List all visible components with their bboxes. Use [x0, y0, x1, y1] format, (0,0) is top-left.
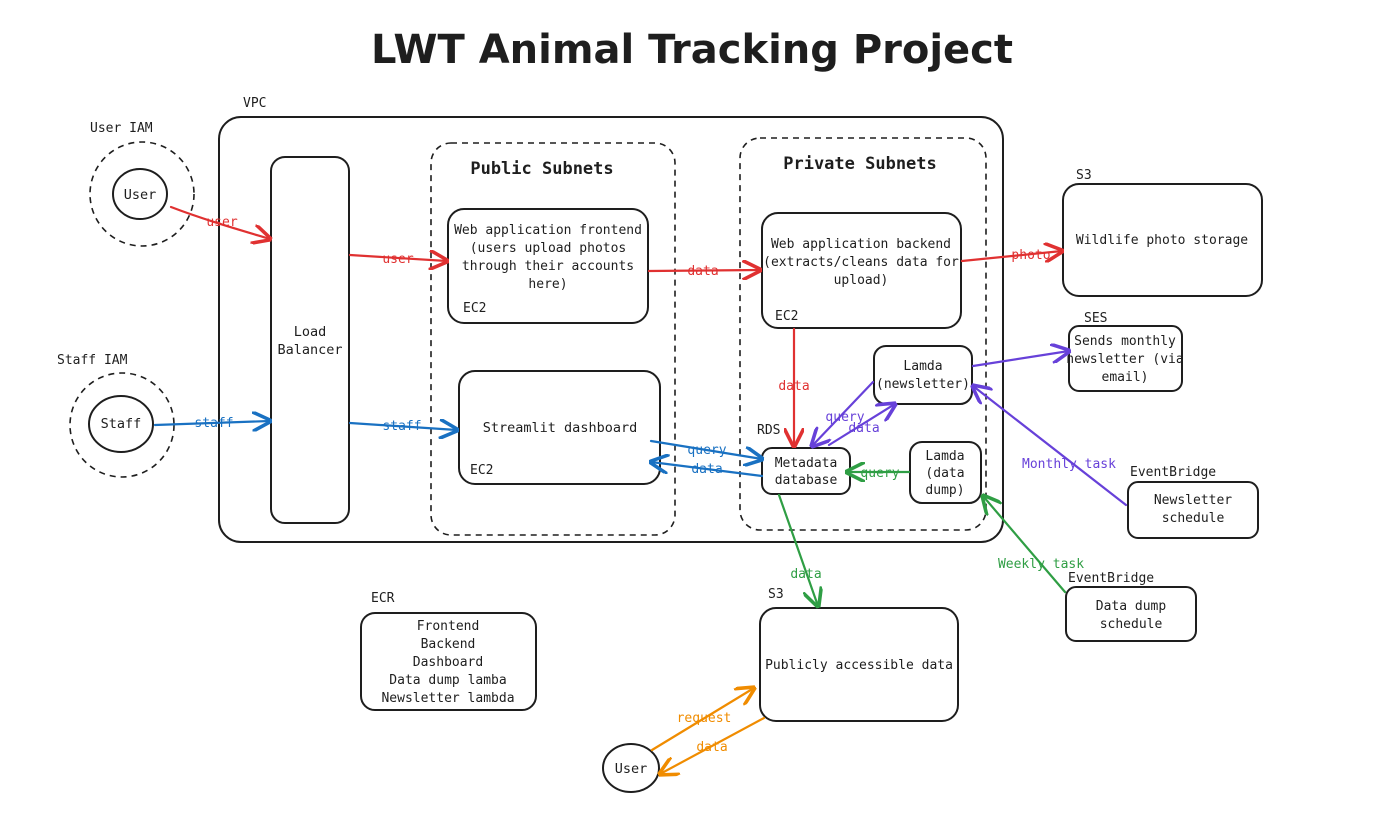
edge-label-user-to-lb: user — [206, 215, 237, 230]
staff-node — [88, 395, 154, 453]
ses-label-line-1: Sends monthly — [1074, 334, 1176, 349]
arrow-newsletter-lambda-to-ses — [971, 351, 1069, 368]
staff-node-label: Staff — [101, 416, 142, 432]
s3-photo-storage-label: Wildlife photo storage — [1076, 233, 1248, 248]
load-balancer-node — [270, 156, 350, 524]
metadata-db-label-line-1: Metadata — [775, 456, 838, 471]
public-subnets-title: Public Subnets — [470, 159, 613, 179]
edge-label-lb-to-frontend: user — [382, 252, 413, 267]
arrow-backend-to-s3-photos — [960, 251, 1062, 261]
edge-label-frontend-to-backend: data — [687, 264, 718, 279]
arrow-lb-to-dashboard — [348, 423, 457, 430]
user-node — [112, 168, 168, 220]
eventbridge-dump-label-line-1: Data dump — [1096, 599, 1167, 614]
dashboard-label: Streamlit dashboard — [483, 420, 637, 436]
eventbridge-newsletter-node — [1127, 481, 1259, 539]
load-balancer-label-line-2: Balancer — [277, 342, 342, 358]
ecr-node — [360, 612, 537, 711]
lambda-dump-label-line-1: Lamda — [925, 449, 964, 464]
edge-label-db-to-public-s3: data — [790, 567, 821, 582]
ses-label-line-3: email) — [1102, 370, 1149, 385]
eventbridge-newsletter-tag: EventBridge — [1130, 465, 1216, 480]
edge-label-newsletter-query: query — [825, 410, 864, 425]
edge-label-public-request: request — [677, 711, 732, 726]
s3-photo-storage-node — [1062, 183, 1263, 297]
ecr-tag: ECR — [371, 591, 395, 606]
eventbridge-newsletter-label-line-2: schedule — [1162, 511, 1225, 526]
arrow-dashboard-query-db — [649, 439, 762, 459]
lambda-dump-label-line-2: (data — [925, 466, 964, 481]
arrow-public-s3-data-to-user — [660, 716, 766, 774]
edge-label-staff-to-lb: staff — [194, 416, 233, 431]
s3-photos-tag: S3 — [1076, 168, 1092, 183]
arrow-db-data-to-newsletter — [827, 404, 895, 447]
edge-label-newsletter-data: data — [848, 421, 879, 436]
s3-public-label: Publicly accessible data — [765, 658, 953, 673]
frontend-label-line-3: through their accounts — [462, 259, 634, 274]
edge-label-lb-to-dashboard: staff — [382, 419, 421, 434]
frontend-label-line-2: (users upload photos — [470, 241, 627, 256]
arrow-eventbridge-to-newsletter-lambda — [973, 386, 1128, 507]
ses-label-line-2: newsletter (via — [1066, 352, 1183, 367]
edge-label-public-data: data — [696, 740, 727, 755]
edge-label-dash-data: data — [691, 462, 722, 477]
dashboard-ec2-tag: EC2 — [470, 463, 493, 478]
arrow-db-data-to-dashboard — [651, 462, 764, 478]
lambda-newsletter-node — [873, 345, 973, 405]
arrow-frontend-to-backend — [647, 270, 760, 271]
edge-label-dash-query: query — [687, 443, 726, 458]
edge-label-monthly-task: Monthly task — [1022, 457, 1116, 472]
lambda-newsletter-label-line-1: Lamda — [903, 359, 942, 374]
public-subnets-group — [430, 142, 676, 536]
ecr-item-frontend: Frontend — [417, 619, 480, 634]
staff-iam-label: Staff IAM — [57, 353, 128, 368]
arrow-user-to-load-balancer — [169, 205, 270, 239]
arrow-user-request-public-s3 — [650, 688, 754, 752]
load-balancer-label-line-1: Load — [294, 324, 327, 340]
diagram-title: LWT Animal Tracking Project — [371, 27, 1013, 73]
arrow-db-to-public-s3 — [777, 493, 818, 606]
edge-label-weekly-task: Weekly task — [998, 557, 1084, 572]
user-iam-label: User IAM — [90, 121, 153, 136]
vpc-container — [218, 116, 1004, 543]
ses-tag: SES — [1084, 311, 1107, 326]
rds-tag: RDS — [757, 423, 780, 438]
eventbridge-newsletter-label-line-1: Newsletter — [1154, 493, 1232, 508]
s3-public-node — [759, 607, 959, 722]
s3-public-tag: S3 — [768, 587, 784, 602]
backend-label-line-1: Web application backend — [771, 237, 951, 252]
vpc-label: VPC — [243, 96, 266, 111]
backend-label-line-2: (extracts/cleans data for — [763, 255, 959, 270]
ecr-item-newsletter-lambda: Newsletter lambda — [381, 691, 514, 706]
eventbridge-dump-tag: EventBridge — [1068, 571, 1154, 586]
frontend-label-line-1: Web application frontend — [454, 223, 642, 238]
ecr-item-data-dump-lambda: Data dump lamba — [389, 673, 506, 688]
arrow-eventbridge-to-dump-lambda — [983, 496, 1067, 594]
ecr-item-backend: Backend — [421, 637, 476, 652]
private-subnets-group — [739, 137, 987, 531]
lambda-dump-node — [909, 441, 982, 504]
arrow-staff-to-load-balancer — [153, 421, 270, 425]
backend-label-line-3: upload) — [834, 273, 889, 288]
arrow-newsletter-query-db — [812, 380, 875, 446]
eventbridge-dump-node — [1065, 586, 1197, 642]
public-user-label: User — [615, 761, 648, 777]
lambda-dump-label-line-3: dump) — [925, 483, 964, 498]
backend-ec2-tag: EC2 — [775, 309, 798, 324]
arrow-lb-to-frontend — [348, 255, 447, 261]
eventbridge-dump-label-line-2: schedule — [1100, 617, 1163, 632]
ecr-item-dashboard: Dashboard — [413, 655, 483, 670]
user-node-label: User — [124, 187, 157, 203]
edge-label-backend-to-s3: photo — [1011, 248, 1050, 263]
lambda-newsletter-label-line-2: (newsletter) — [876, 377, 970, 392]
frontend-ec2-tag: EC2 — [463, 301, 486, 316]
frontend-label-line-4: here) — [528, 277, 567, 292]
private-subnets-title: Private Subnets — [783, 154, 937, 174]
metadata-db-label-line-2: database — [775, 473, 838, 488]
edge-label-backend-to-db: data — [778, 379, 809, 394]
user-iam-boundary — [89, 141, 195, 247]
edge-label-dump-query: query — [860, 466, 899, 481]
